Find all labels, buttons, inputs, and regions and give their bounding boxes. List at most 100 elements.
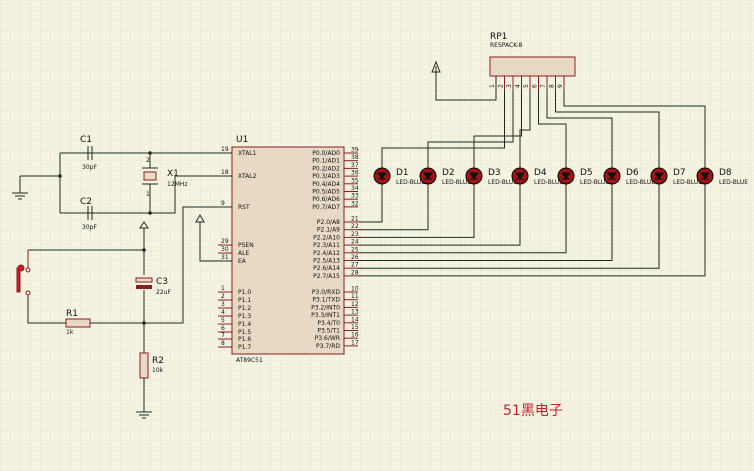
rp1-pin-number: 4 — [515, 84, 522, 88]
led-type: LED-BLUE — [673, 179, 702, 186]
vcc-arrow-icon — [431, 60, 441, 73]
led-diode-icon — [515, 172, 525, 180]
vcc-arrow-icon — [195, 213, 205, 238]
led-ref: D2 — [442, 168, 455, 178]
mcu-pin-label: XTAL1 — [238, 150, 257, 157]
mcu-pin-number: 8 — [221, 340, 225, 347]
rp1-pin-number: 1 — [489, 84, 496, 88]
mcu-pin-label: RST — [238, 204, 250, 211]
resistor-r2[interactable]: R2 10k — [139, 352, 164, 379]
rp1-common-wire — [435, 66, 497, 101]
mcu-pin-label: P3.4/T0 — [317, 320, 340, 327]
mcu-pin-number: 39 — [351, 147, 359, 154]
rp1-pin-number: 7 — [540, 84, 547, 88]
led-anode-wire — [381, 90, 505, 168]
led-cathode-wire — [358, 184, 521, 246]
reset-circuit: C3 22uF R1 1k R2 10k — [16, 206, 232, 419]
mcu-pin-number: 36 — [351, 170, 359, 177]
ground-symbol — [136, 411, 152, 419]
led-type: LED-BLUE — [488, 179, 517, 186]
r1-value: 1k — [66, 329, 74, 336]
mcu-pin-label: P2.4/A12 — [313, 250, 340, 257]
led-cathode-wire — [358, 184, 613, 261]
mcu-pin-label: P0.5/AD5 — [312, 189, 340, 196]
led-cathode-wire — [358, 184, 706, 277]
led-nets — [358, 90, 706, 277]
mcu-pin-number: 31 — [221, 254, 229, 261]
led-type: LED-BLUE — [534, 179, 563, 186]
mcu-pin-label: P1.5 — [238, 329, 251, 336]
mcu-pin-number: 29 — [221, 238, 229, 245]
mcu-pin-number: 22 — [351, 223, 359, 230]
c1-value: 30pF — [82, 164, 97, 171]
mcu-pin-label: P0.4/AD4 — [312, 181, 340, 188]
mcu-pin-number: 16 — [351, 332, 359, 339]
mcu-pin-number: 18 — [221, 169, 229, 176]
xtal2-wire — [60, 175, 232, 214]
led-cathode-wire — [358, 184, 660, 269]
mcu-pin-label: P2.1/A9 — [317, 227, 340, 234]
mcu-pin-number: 24 — [351, 239, 359, 246]
led-type: LED-BLUE — [580, 179, 609, 186]
c1-ref: C1 — [80, 135, 92, 145]
led-diode-icon — [700, 172, 710, 180]
led-ref: D7 — [673, 168, 686, 178]
mcu-pin-label: P2.7/A15 — [313, 273, 340, 280]
led-type: LED-BLUE — [626, 179, 655, 186]
led-anode-wire — [427, 90, 514, 168]
mcu-pin-number: 26 — [351, 254, 359, 261]
crystal-x1[interactable]: 2 1 X1 12MHz — [142, 157, 187, 198]
led-diode-icon — [377, 172, 387, 180]
mcu-pin-number: 21 — [351, 216, 359, 223]
led-anode-wire — [555, 90, 660, 168]
mcu-pin-number: 14 — [351, 316, 359, 323]
mcu-pin-number: 10 — [351, 286, 359, 293]
mcu-pin-number: 32 — [351, 200, 359, 207]
c3-value: 22uF — [156, 289, 171, 296]
mcu-pin-number: 1 — [221, 285, 225, 292]
rp1-body[interactable] — [489, 56, 576, 77]
led-type: LED-BLUE — [396, 179, 425, 186]
mcu-pin-label: P0.2/AD2 — [312, 165, 340, 172]
mcu-pin-number: 37 — [351, 162, 359, 169]
junction-dot — [148, 211, 152, 215]
led-ref: D6 — [626, 168, 639, 178]
crystal-pin-bottom: 1 — [146, 191, 150, 198]
mcu-pin-label: P3.6/WR — [315, 335, 340, 342]
resistor-r1[interactable]: R1 1k — [65, 309, 91, 336]
c2-value: 30pF — [82, 224, 97, 231]
switch-to-r1 — [27, 296, 66, 324]
rp1-pin-number: 8 — [549, 84, 556, 88]
junction-dot — [58, 174, 62, 178]
rp1-ref: RP1 — [490, 32, 507, 42]
mcu-pin-number: 25 — [351, 246, 359, 253]
ground-lead — [19, 175, 60, 193]
mcu-pin-label: P0.1/AD1 — [312, 158, 340, 165]
led-anode-wire — [546, 90, 613, 168]
led-cathode-wire — [358, 184, 567, 254]
mcu-pin-number: 19 — [221, 146, 229, 153]
mcu-body[interactable] — [231, 146, 345, 355]
capacitor-c1[interactable]: C1 30pF — [80, 135, 97, 171]
mcu-pin-label: P1.3 — [238, 313, 251, 320]
ea-wire — [199, 238, 232, 262]
capacitor-c3[interactable]: C3 22uF — [135, 277, 171, 296]
junction-dot — [148, 151, 152, 155]
rst-wire — [144, 206, 232, 324]
mcu-pin-label: P2.2/A10 — [313, 234, 340, 241]
capacitor-c2[interactable]: C2 30pF — [80, 197, 97, 231]
mcu-pin-label: P3.5/T1 — [317, 328, 340, 335]
led-ref: D8 — [719, 168, 732, 178]
mcu-pin-label: P3.1/TXD — [312, 297, 340, 304]
led-array: D1LED-BLUED2LED-BLUED3LED-BLUED4LED-BLUE… — [373, 167, 748, 186]
mcu-u1[interactable]: U1 AT89C51 19XTAL118XTAL29RST29PSEN30ALE… — [218, 135, 359, 364]
mcu-right-pins: 39P0.0/AD038P0.1/AD137P0.2/AD236P0.3/AD3… — [311, 147, 359, 350]
reset-button[interactable] — [16, 250, 31, 296]
mcu-pin-label: XTAL2 — [238, 173, 257, 180]
